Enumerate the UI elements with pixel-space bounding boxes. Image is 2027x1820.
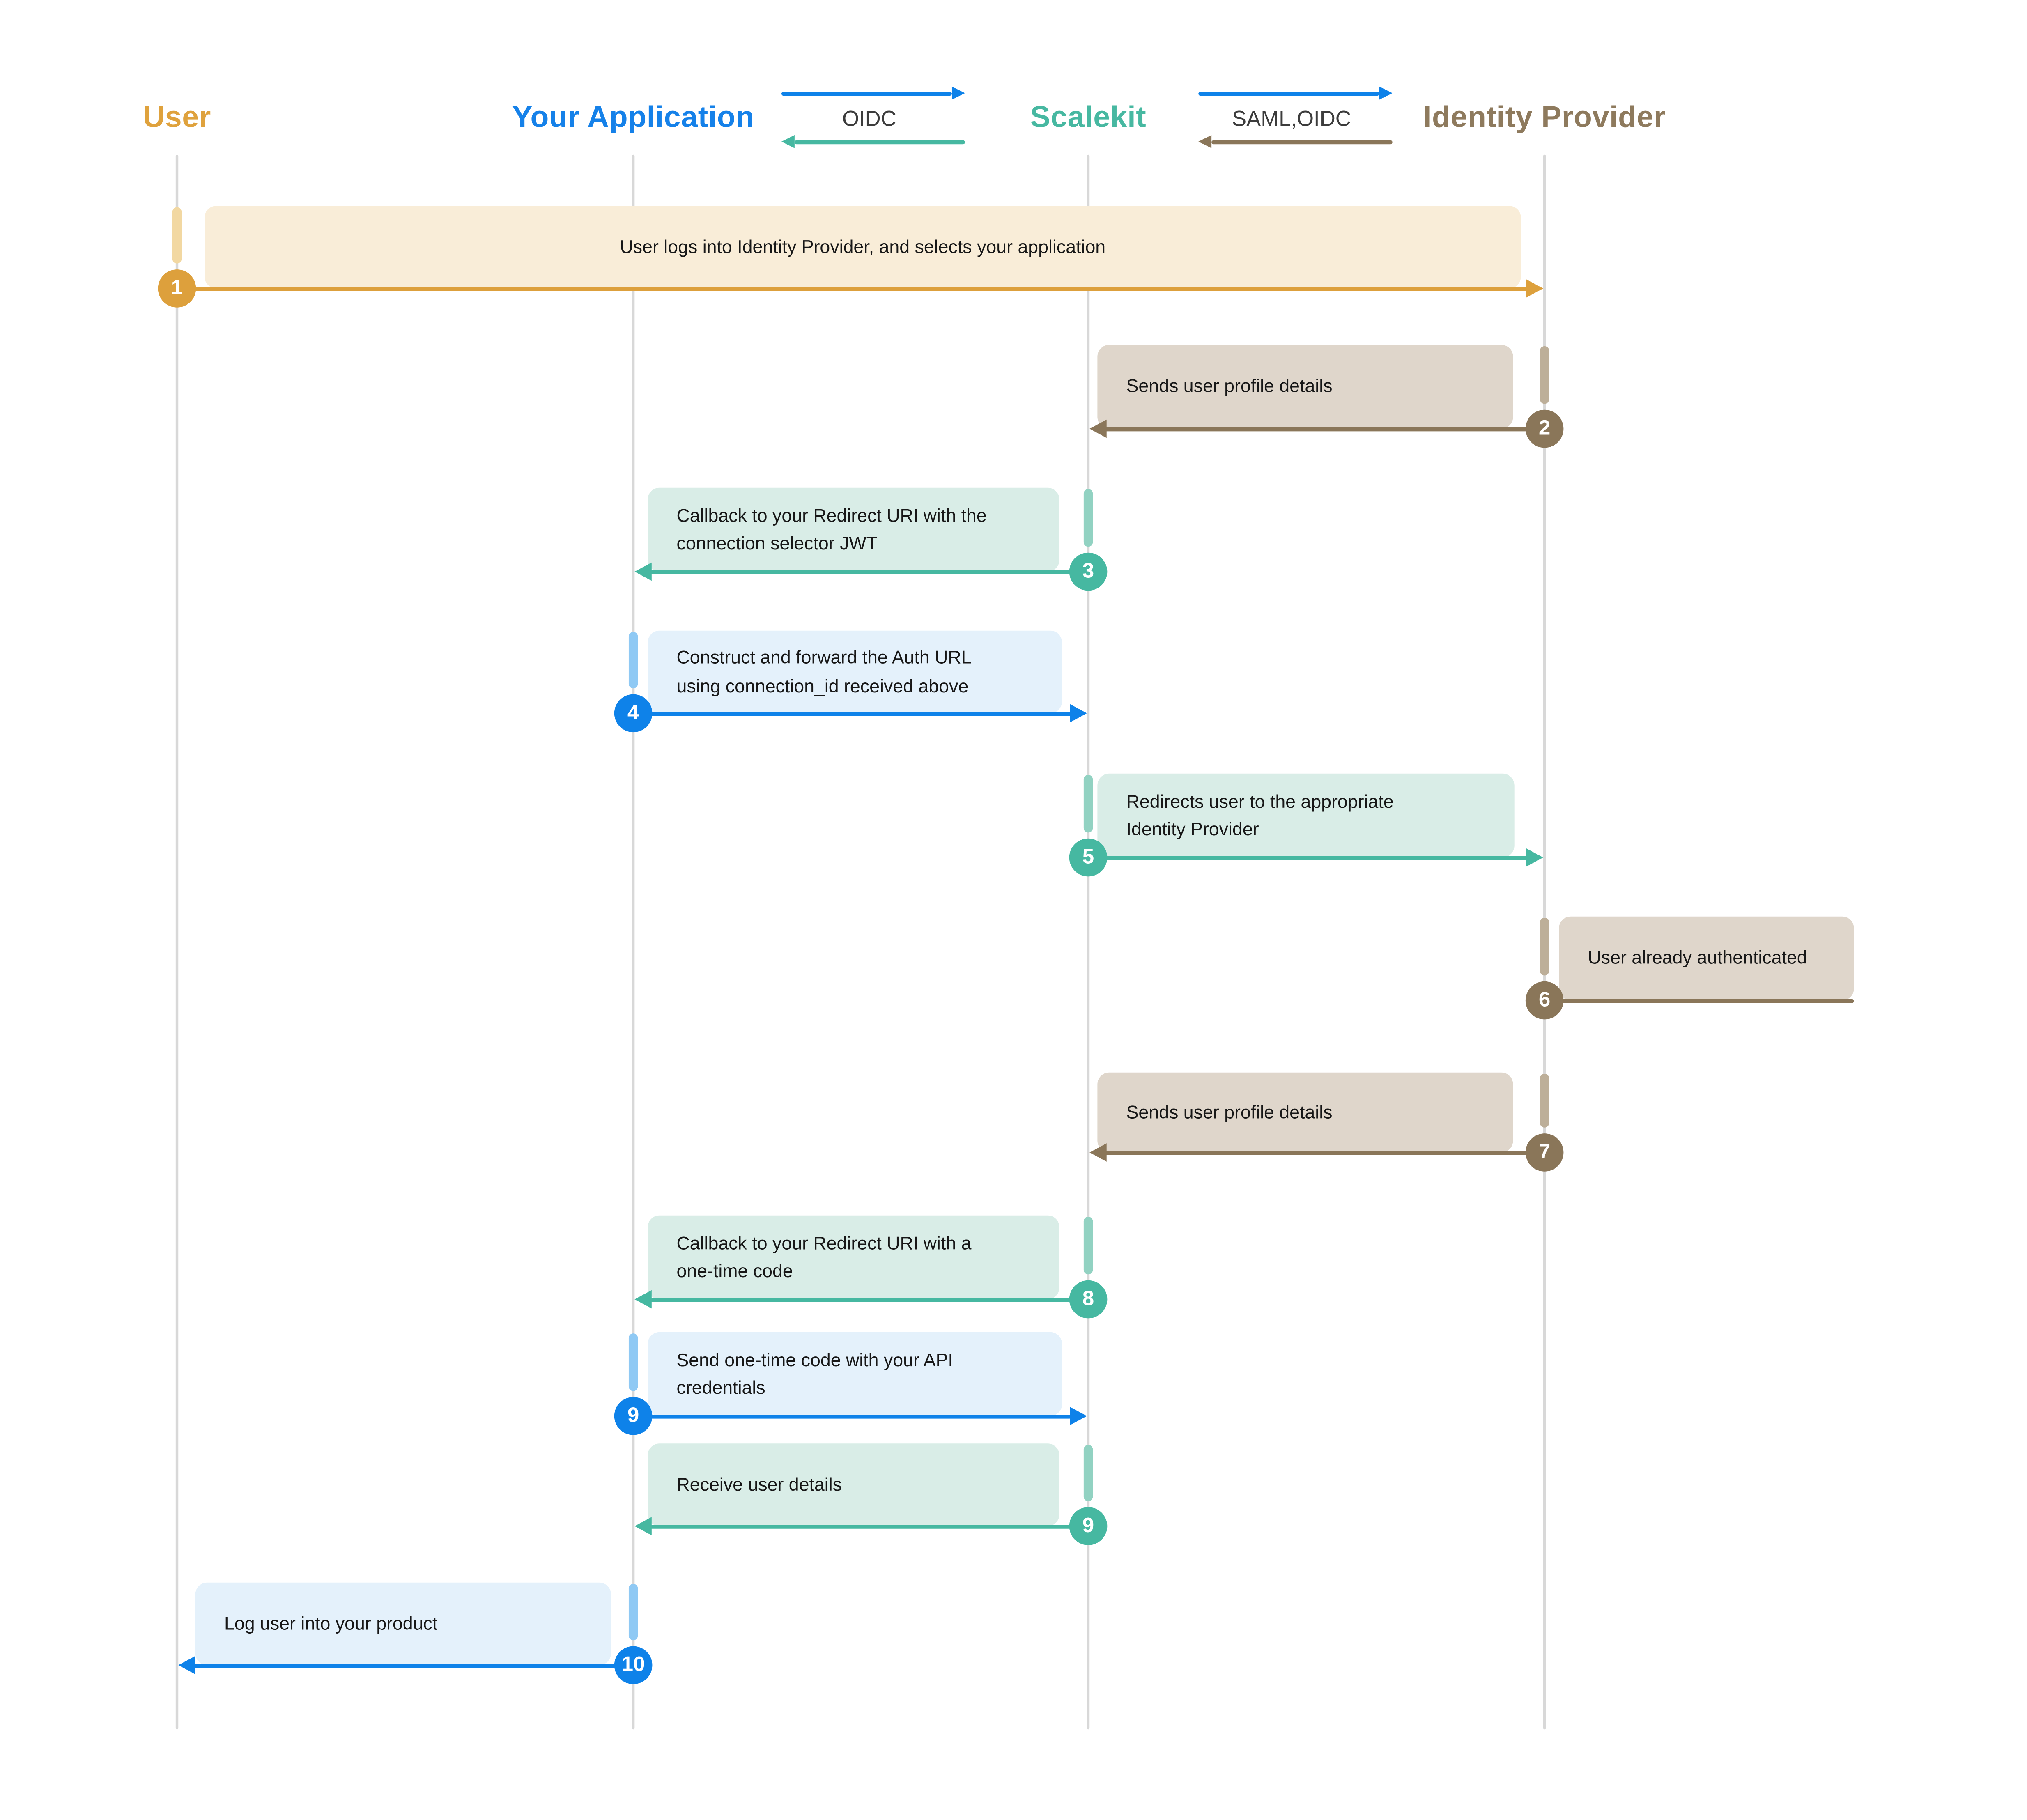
lifeline-scalekit xyxy=(1086,154,1090,1730)
step-number-badge: 1 xyxy=(158,269,196,308)
message-arrow xyxy=(1088,855,1528,859)
message-text: Log user into your product xyxy=(224,1612,438,1634)
step-number: 3 xyxy=(1082,560,1094,582)
self-message-line xyxy=(1544,998,1854,1002)
step-number-badge: 4 xyxy=(614,694,653,733)
lifeline-your-application xyxy=(631,154,635,1730)
arrowhead-icon xyxy=(1070,703,1087,722)
actor-label-scalekit: Scalekit xyxy=(1030,99,1147,134)
step-number: 9 xyxy=(627,1404,639,1427)
activation-bar xyxy=(628,1583,638,1641)
activation-bar xyxy=(172,207,182,264)
arrow-right-icon xyxy=(1379,86,1393,99)
step-number-badge: 5 xyxy=(1069,838,1108,877)
arrowhead-icon xyxy=(634,562,652,580)
message-arrow xyxy=(193,1663,634,1667)
message-arrow xyxy=(1104,1150,1545,1155)
message-box: Send one-time code with your API credent… xyxy=(648,1332,1062,1416)
message-box: User already authenticated xyxy=(1559,916,1854,1001)
message-box: Callback to your Redirect URI with the c… xyxy=(648,487,1059,572)
step-number: 2 xyxy=(1538,417,1551,439)
step-number-badge: 2 xyxy=(1525,409,1564,448)
lifeline-user xyxy=(175,154,179,1730)
message-arrow xyxy=(649,1297,1089,1301)
message-arrow xyxy=(649,1524,1089,1528)
arrow-left-icon xyxy=(1198,135,1212,148)
step-number-badge: 10 xyxy=(614,1646,653,1684)
message-text: Send one-time code with your API credent… xyxy=(676,1348,953,1398)
activation-bar xyxy=(628,632,638,689)
arrowhead-icon xyxy=(634,1289,652,1308)
arrowhead-icon xyxy=(1089,1142,1107,1161)
message-box: Sends user profile details xyxy=(1097,345,1513,429)
actor-label-your-application: Your Application xyxy=(512,99,754,134)
step-number: 4 xyxy=(627,701,639,724)
step-number-badge: 3 xyxy=(1069,552,1108,591)
step-number: 1 xyxy=(171,276,183,299)
message-arrow xyxy=(1104,427,1545,431)
step-number: 6 xyxy=(1538,988,1551,1011)
step-number: 5 xyxy=(1082,846,1094,868)
message-text: Callback to your Redirect URI with a one… xyxy=(676,1232,972,1281)
arrowhead-icon xyxy=(634,1516,652,1535)
arrowhead-icon xyxy=(1526,848,1543,866)
activation-bar xyxy=(1540,917,1549,976)
step-number-badge: 9 xyxy=(1069,1507,1108,1545)
step-number: 10 xyxy=(621,1653,645,1676)
message-arrow xyxy=(633,711,1071,715)
activation-bar xyxy=(1083,489,1093,547)
arrow-right-icon xyxy=(951,86,965,99)
step-number-badge: 8 xyxy=(1069,1280,1108,1319)
step-number-badge: 9 xyxy=(614,1397,653,1435)
message-box: Log user into your product xyxy=(195,1582,611,1665)
step-number-badge: 6 xyxy=(1525,981,1564,1020)
message-text: User logs into Identity Provider, and se… xyxy=(620,235,1106,257)
message-arrow xyxy=(649,570,1089,574)
message-text: Construct and forward the Auth URL using… xyxy=(676,646,972,696)
protocol-label: SAML,OIDC xyxy=(1232,107,1351,131)
actor-label-user: User xyxy=(143,99,211,134)
protocol-response-arrow-icon xyxy=(1211,140,1393,145)
arrowhead-icon xyxy=(1526,278,1543,297)
activation-bar xyxy=(1540,346,1549,404)
step-number: 9 xyxy=(1082,1514,1094,1537)
message-box: Receive user details xyxy=(648,1443,1059,1526)
arrow-left-icon xyxy=(781,135,795,148)
protocol-request-arrow-icon xyxy=(1198,91,1379,95)
activation-bar xyxy=(1083,1445,1093,1501)
message-text: Callback to your Redirect URI with the c… xyxy=(676,504,987,554)
protocol-label: OIDC xyxy=(842,107,896,131)
step-number: 7 xyxy=(1538,1140,1551,1163)
message-text: Redirects user to the appropriate Identi… xyxy=(1126,790,1394,839)
message-text: Receive user details xyxy=(676,1473,842,1494)
protocol-response-arrow-icon xyxy=(794,140,965,145)
arrowhead-icon xyxy=(1089,419,1107,437)
actor-label-identity-provider: Identity Provider xyxy=(1423,99,1666,134)
message-text: Sends user profile details xyxy=(1126,375,1333,397)
message-box: Redirects user to the appropriate Identi… xyxy=(1097,773,1515,858)
message-arrow xyxy=(177,286,1528,291)
step-number-badge: 7 xyxy=(1525,1133,1564,1172)
message-box: Construct and forward the Auth URL using… xyxy=(648,630,1062,713)
protocol-request-arrow-icon xyxy=(781,91,952,95)
message-box: User logs into Identity Provider, and se… xyxy=(205,206,1521,289)
activation-bar xyxy=(628,1333,638,1391)
message-text: Sends user profile details xyxy=(1126,1101,1333,1122)
message-text: User already authenticated xyxy=(1588,947,1807,968)
step-number: 8 xyxy=(1082,1287,1094,1310)
activation-bar xyxy=(1083,774,1093,833)
activation-bar xyxy=(1083,1216,1093,1275)
message-box: Callback to your Redirect URI with a one… xyxy=(648,1215,1059,1300)
message-arrow xyxy=(633,1414,1071,1418)
message-box: Sends user profile details xyxy=(1097,1072,1513,1153)
activation-bar xyxy=(1540,1073,1549,1128)
arrowhead-icon xyxy=(178,1655,195,1674)
arrowhead-icon xyxy=(1070,1406,1087,1425)
